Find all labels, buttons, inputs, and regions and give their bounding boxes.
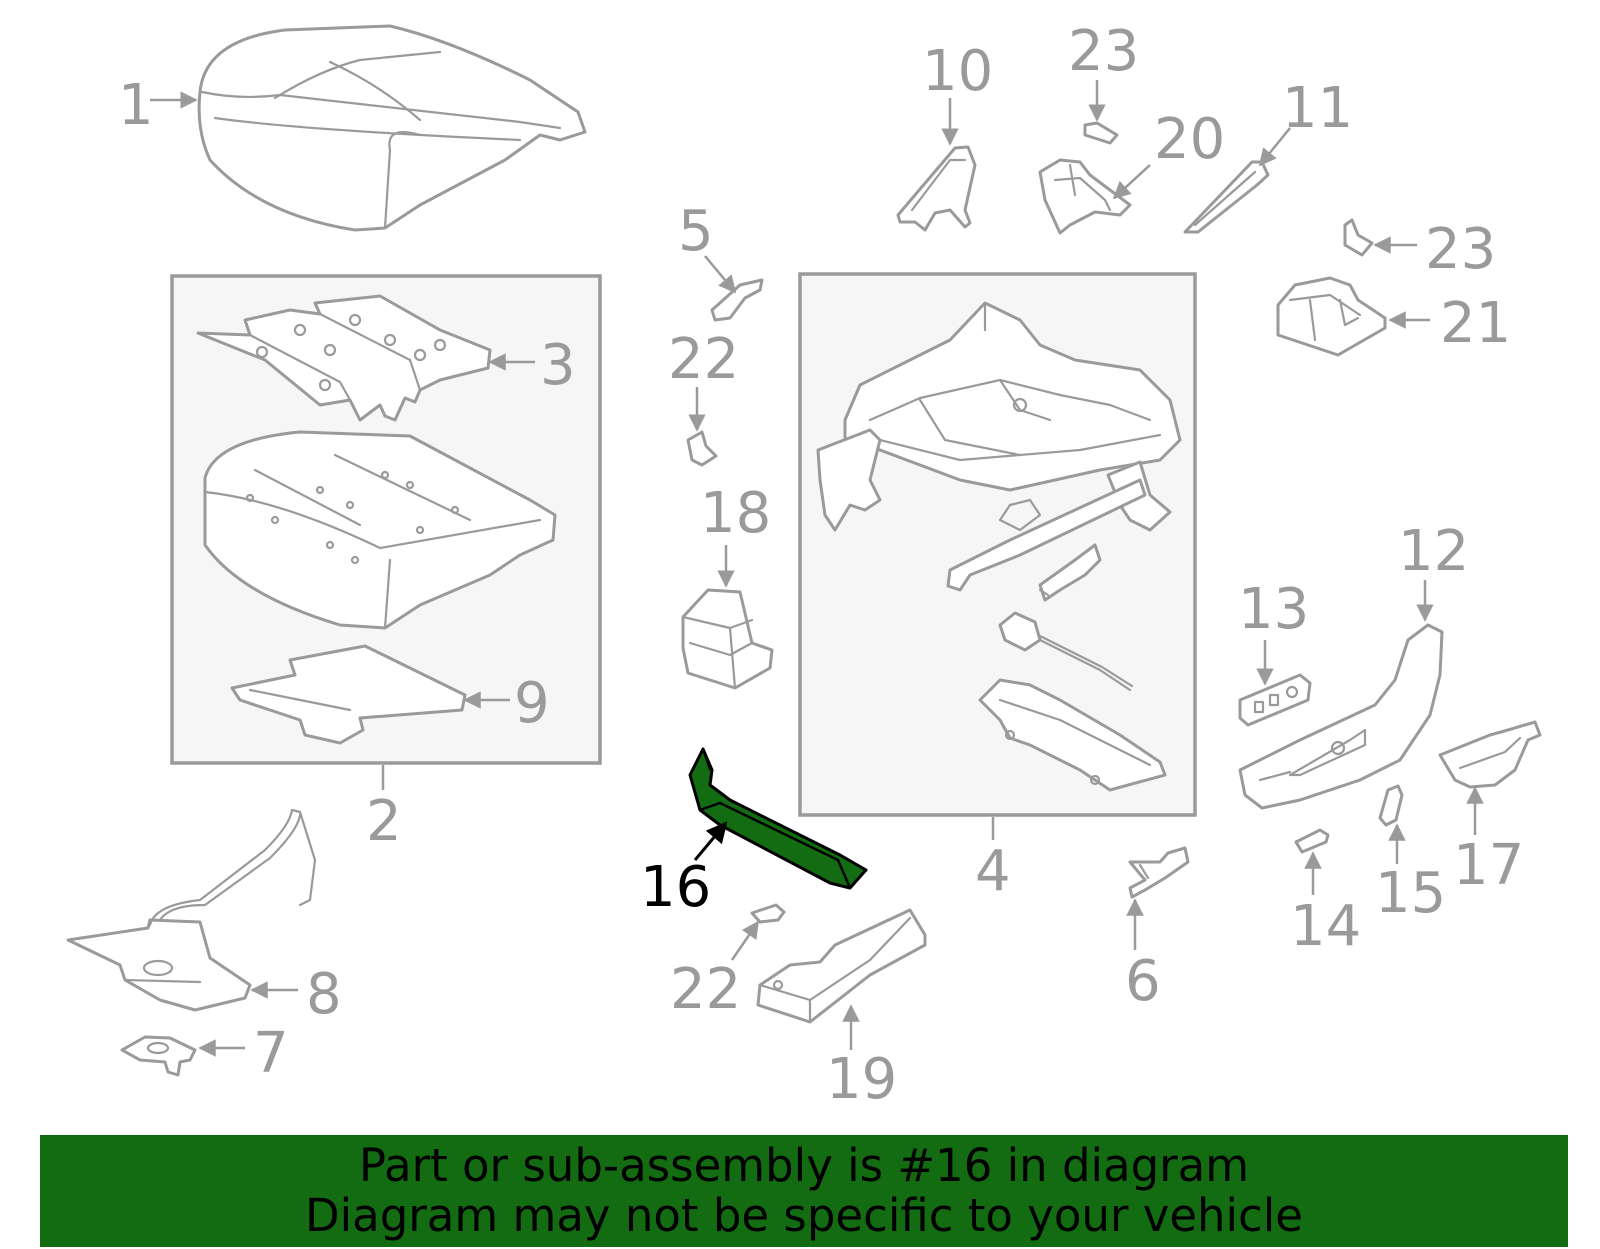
callout-18: 18 xyxy=(700,481,771,546)
part-3-heater-pad xyxy=(196,294,492,422)
callout-13: 13 xyxy=(1238,577,1309,642)
part-7-bracket xyxy=(120,1035,197,1077)
part-4-motor xyxy=(1038,543,1102,602)
part-12-side-shield xyxy=(1238,623,1444,810)
callout-9: 9 xyxy=(514,671,550,736)
part-10-cover xyxy=(896,145,977,232)
part-23-top-clip xyxy=(1083,121,1119,145)
callout-1: 1 xyxy=(118,73,154,138)
leader-20 xyxy=(1112,164,1151,200)
callout-4: 4 xyxy=(975,839,1011,904)
part-9-pad xyxy=(230,644,467,745)
part-20-bracket xyxy=(1038,158,1132,235)
part-17-cover xyxy=(1438,720,1542,789)
banner-line-2: Diagram may not be specific to your vehi… xyxy=(305,1189,1303,1242)
part-11-trim xyxy=(1183,160,1270,234)
part-13-switch xyxy=(1238,673,1312,727)
banner-line-1: Part or sub-assembly is #16 in diagram xyxy=(358,1139,1250,1192)
callout-22-upper: 22 xyxy=(668,327,739,392)
leader-5 xyxy=(704,255,737,294)
leader-22-lower xyxy=(730,920,760,961)
callout-5: 5 xyxy=(678,199,714,264)
leader-16 xyxy=(693,821,728,861)
callout-11: 11 xyxy=(1282,76,1353,141)
callout-7: 7 xyxy=(253,1021,289,1086)
part-4-track xyxy=(978,678,1167,792)
part-4-actuator xyxy=(998,611,1134,692)
callout-14: 14 xyxy=(1290,894,1361,959)
part-19-cover xyxy=(756,908,927,1024)
callout-10: 10 xyxy=(922,39,993,104)
part-22-upper-clip xyxy=(686,430,718,467)
part-18-cover xyxy=(681,588,774,690)
callout-20: 20 xyxy=(1154,107,1225,172)
callout-12: 12 xyxy=(1398,519,1469,584)
callout-23-right: 23 xyxy=(1425,217,1496,282)
part-5-clip xyxy=(710,278,764,322)
callout-17: 17 xyxy=(1453,833,1524,898)
part-6-bracket xyxy=(1128,846,1190,899)
callout-23-top: 23 xyxy=(1068,19,1139,84)
part-14-knob xyxy=(1294,828,1330,854)
part-4-seat-frame xyxy=(816,301,1182,592)
callout-3: 3 xyxy=(540,333,576,398)
callout-15: 15 xyxy=(1375,861,1446,926)
part-21-bracket xyxy=(1276,276,1387,357)
part-1-seat-cover xyxy=(197,24,587,232)
part-15-knob xyxy=(1378,784,1404,827)
callout-2: 2 xyxy=(366,789,402,854)
leader-11 xyxy=(1258,127,1291,167)
info-banner: Part or sub-assembly is #16 in diagram D… xyxy=(40,1135,1568,1247)
callout-6: 6 xyxy=(1125,949,1161,1014)
part-8-wiring-mat xyxy=(66,808,317,1012)
callout-19: 19 xyxy=(826,1047,897,1112)
part-22-lower-clip xyxy=(750,903,786,924)
callout-8: 8 xyxy=(306,962,342,1027)
callout-22-lower: 22 xyxy=(670,957,741,1022)
callout-16: 16 xyxy=(640,855,711,920)
part-23-right-clip xyxy=(1343,218,1374,257)
part-2-cushion-foam xyxy=(203,430,557,630)
callout-21: 21 xyxy=(1440,291,1511,356)
